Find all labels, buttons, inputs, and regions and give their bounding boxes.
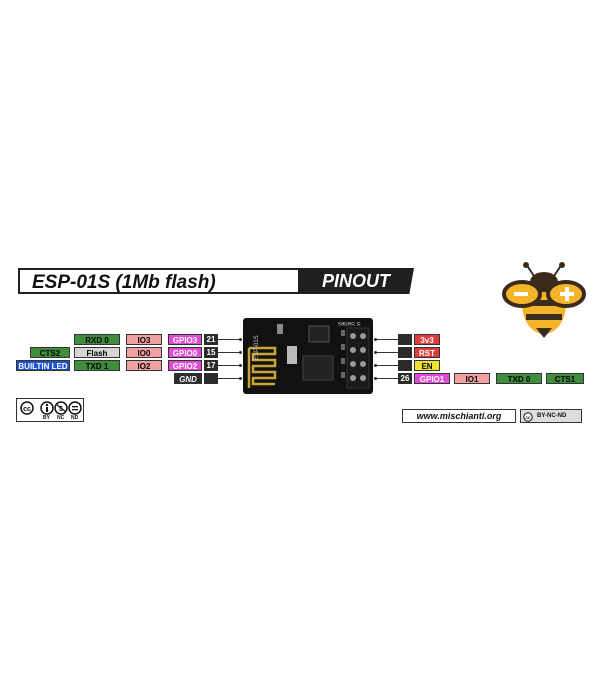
cc-icons: cc $ <box>20 401 82 415</box>
pin-label-io2: IO2 <box>126 360 162 371</box>
pin-dot <box>239 351 242 354</box>
pin-dot <box>374 377 377 380</box>
pinout-tag: PINOUT <box>298 268 414 294</box>
website-url: www.mischianti.org <box>402 409 516 423</box>
pin-lead <box>376 339 398 340</box>
pin-label-txd1: TXD 1 <box>74 360 120 371</box>
pin-label-gpio2: GPIO2 <box>168 360 202 371</box>
bee-logo <box>502 262 586 338</box>
pin-number-gnd <box>204 373 218 384</box>
pin-label-gpio1: GPIO1 <box>414 373 450 384</box>
pin-label-builtin-led: BUILTIN LED <box>16 360 70 371</box>
board-silkscreen: ESP-01S <box>254 335 260 360</box>
pin-label-cts1: CTS1 <box>546 373 584 384</box>
pin-number-17: 17 <box>204 360 218 371</box>
pin-label-io1: IO1 <box>454 373 490 384</box>
pin-number-15: 15 <box>204 347 218 358</box>
page-title: ESP-01S (1Mb flash) <box>32 272 216 293</box>
pin-lead <box>376 378 398 379</box>
pin-dot <box>374 338 377 341</box>
pin-dot <box>374 364 377 367</box>
title-banner: ESP-01S (1Mb flash) <box>18 268 300 294</box>
pin-lead <box>218 352 240 353</box>
footer-license-badge: cc BY-NC-ND <box>520 409 582 423</box>
cc-term-nd: ND <box>71 415 79 421</box>
pin-lead <box>376 352 398 353</box>
pin-label-3v3: 3v3 <box>414 334 440 345</box>
pin-lead <box>218 339 240 340</box>
pin-label-gpio0: GPIO0 <box>168 347 202 358</box>
svg-text:$: $ <box>59 406 63 413</box>
pin-dot <box>239 377 242 380</box>
pin-label-flash: Flash <box>74 347 120 358</box>
pin-dot <box>374 351 377 354</box>
svg-text:cc: cc <box>23 406 31 413</box>
pin-label-rxd0: RXD 0 <box>74 334 120 345</box>
footer-license-text: BY-NC-ND <box>537 413 567 419</box>
pin-label-rst: RST <box>414 347 440 358</box>
svg-text:cc: cc <box>525 415 531 420</box>
pin-label-txd0: TXD 0 <box>496 373 542 384</box>
pin-number-21: 21 <box>204 334 218 345</box>
pin-label-io0: IO0 <box>126 347 162 358</box>
pin-number-26: 26 <box>398 373 412 384</box>
cc-license-badge: cc $ BY NC ND <box>16 398 84 422</box>
pin-label-gnd: GND <box>174 373 202 384</box>
cc-icon: cc <box>523 412 533 422</box>
pin-lead <box>218 365 240 366</box>
pin-number-rst <box>398 347 412 358</box>
pin-lead <box>218 378 240 379</box>
esp01s-board <box>243 318 373 394</box>
pin-dot <box>239 338 242 341</box>
cc-term-by: BY <box>43 415 50 421</box>
pin-label-io3: IO3 <box>126 334 162 345</box>
cc-term-nc: NC <box>57 415 65 421</box>
series-silkscreen: S Series <box>338 320 361 326</box>
pin-number-en <box>398 360 412 371</box>
pin-number-3v3 <box>398 334 412 345</box>
pin-dot <box>239 364 242 367</box>
pin-label-cts2: CTS2 <box>30 347 70 358</box>
pin-label-en: EN <box>414 360 440 371</box>
pin-label-gpio3: GPIO3 <box>168 334 202 345</box>
pin-lead <box>376 365 398 366</box>
